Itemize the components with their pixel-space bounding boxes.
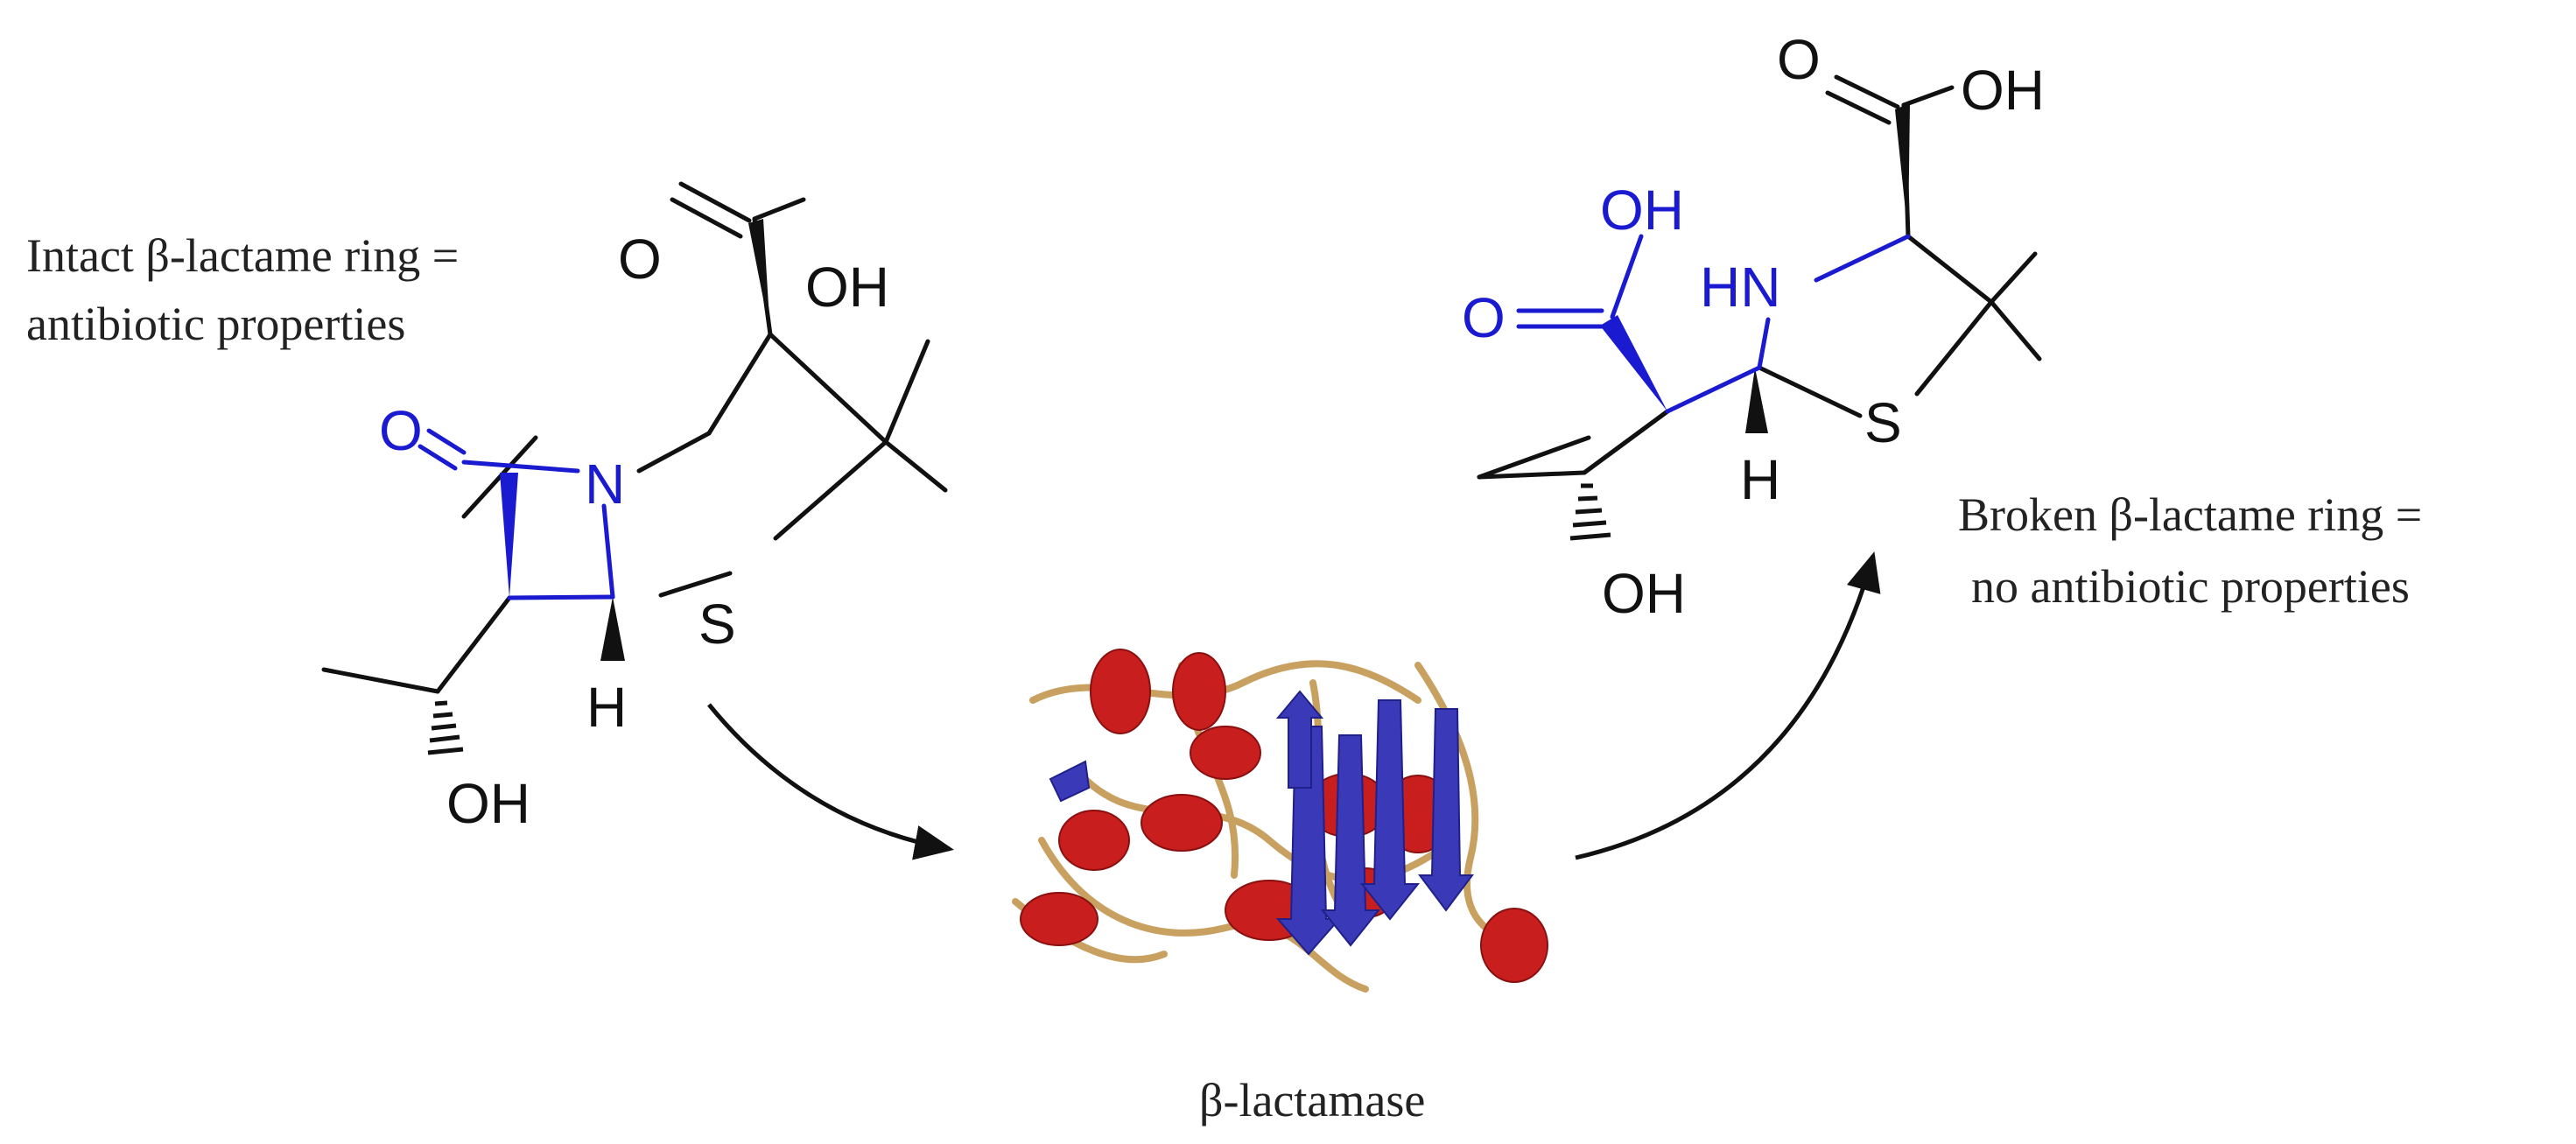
intact-wedge-lactam (500, 473, 518, 598)
enzyme-helices (1020, 649, 1548, 983)
broken-acid-oh: OH (1961, 59, 2045, 122)
broken-molecule: O OH OH O HN S H OH Broken β-lactame rin… (1462, 28, 2422, 625)
broken-lactam-bonds (1516, 234, 1911, 414)
intact-hash-oh (427, 700, 464, 755)
enzyme-strands (1049, 690, 1474, 956)
broken-h: H (1740, 448, 1780, 511)
broken-wedge-h (1745, 368, 1768, 433)
arrow-to-products (1575, 551, 1881, 860)
intact-caption-line1: Intact β-lactame ring = (26, 229, 459, 282)
intact-h: H (586, 676, 627, 739)
broken-oh: OH (1602, 562, 1686, 625)
intact-n: N (585, 453, 625, 516)
beta-lactamase-structure: β-lactamase (1012, 649, 1548, 1126)
intact-molecule: Intact β-lactame ring = antibiotic prope… (26, 181, 948, 835)
intact-carbonyl-o: O (379, 399, 423, 462)
broken-s: S (1864, 391, 1902, 454)
broken-caption-line1: Broken β-lactame ring = (1958, 488, 2422, 541)
arrow-to-enzyme (707, 703, 954, 860)
enzyme-label: β-lactamase (1199, 1074, 1425, 1126)
intact-lactam-bonds (418, 428, 615, 600)
intact-wedge-h (600, 597, 625, 661)
intact-caption-line2: antibiotic properties (26, 298, 405, 350)
broken-new-acid-o: O (1462, 286, 1506, 349)
intact-wedge-acid (748, 219, 770, 334)
broken-acid-o: O (1777, 28, 1821, 91)
broken-nh: HN (1700, 256, 1780, 319)
intact-s: S (698, 593, 736, 656)
intact-oh: OH (446, 772, 530, 835)
broken-wedge-lactam (1600, 315, 1667, 411)
intact-acid-o: O (618, 228, 662, 291)
broken-caption-line2: no antibiotic properties (1971, 560, 2410, 613)
broken-new-acid-oh: OH (1600, 179, 1684, 242)
intact-acid-oh: OH (805, 256, 889, 319)
broken-wedge-acid (1895, 103, 1910, 236)
broken-hash-oh (1569, 483, 1611, 541)
